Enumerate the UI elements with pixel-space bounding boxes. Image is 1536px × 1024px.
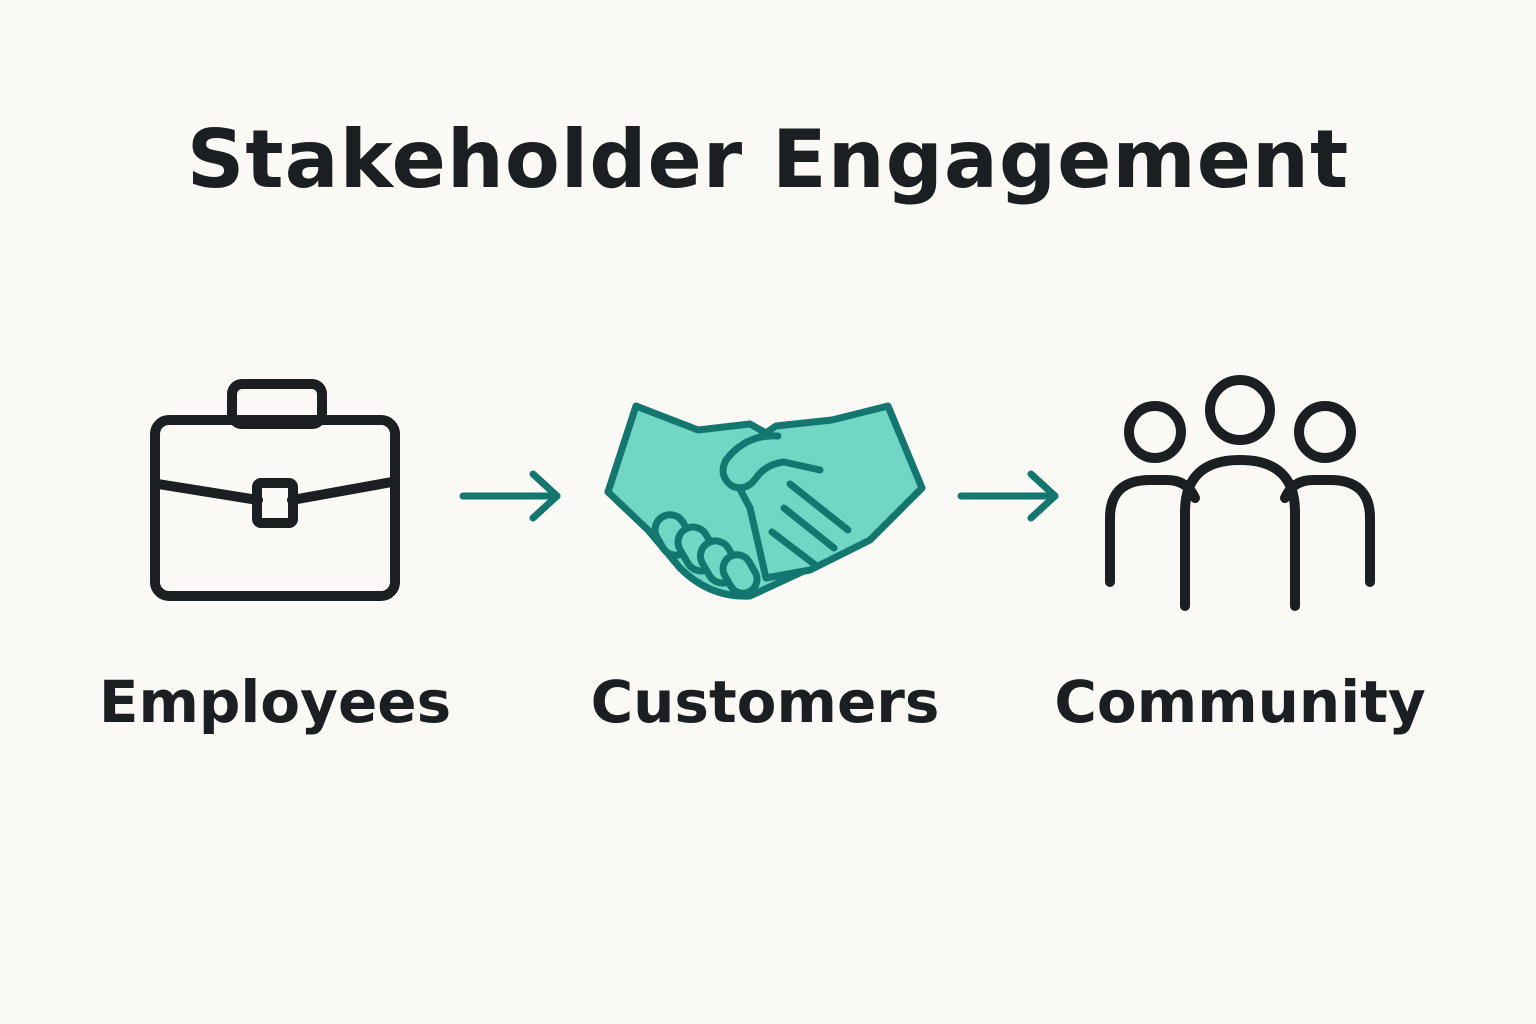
stage-label-community: Community bbox=[1054, 668, 1426, 736]
people-group-icon bbox=[1095, 370, 1385, 620]
briefcase-icon bbox=[140, 372, 420, 612]
arrow-right-icon bbox=[455, 466, 570, 526]
diagram-title: Stakeholder Engagement bbox=[186, 113, 1350, 206]
stage-label-employees: Employees bbox=[98, 668, 452, 736]
handshake-icon bbox=[600, 400, 930, 615]
arrow-right-icon bbox=[953, 466, 1068, 526]
stage-label-customers: Customers bbox=[590, 668, 940, 736]
